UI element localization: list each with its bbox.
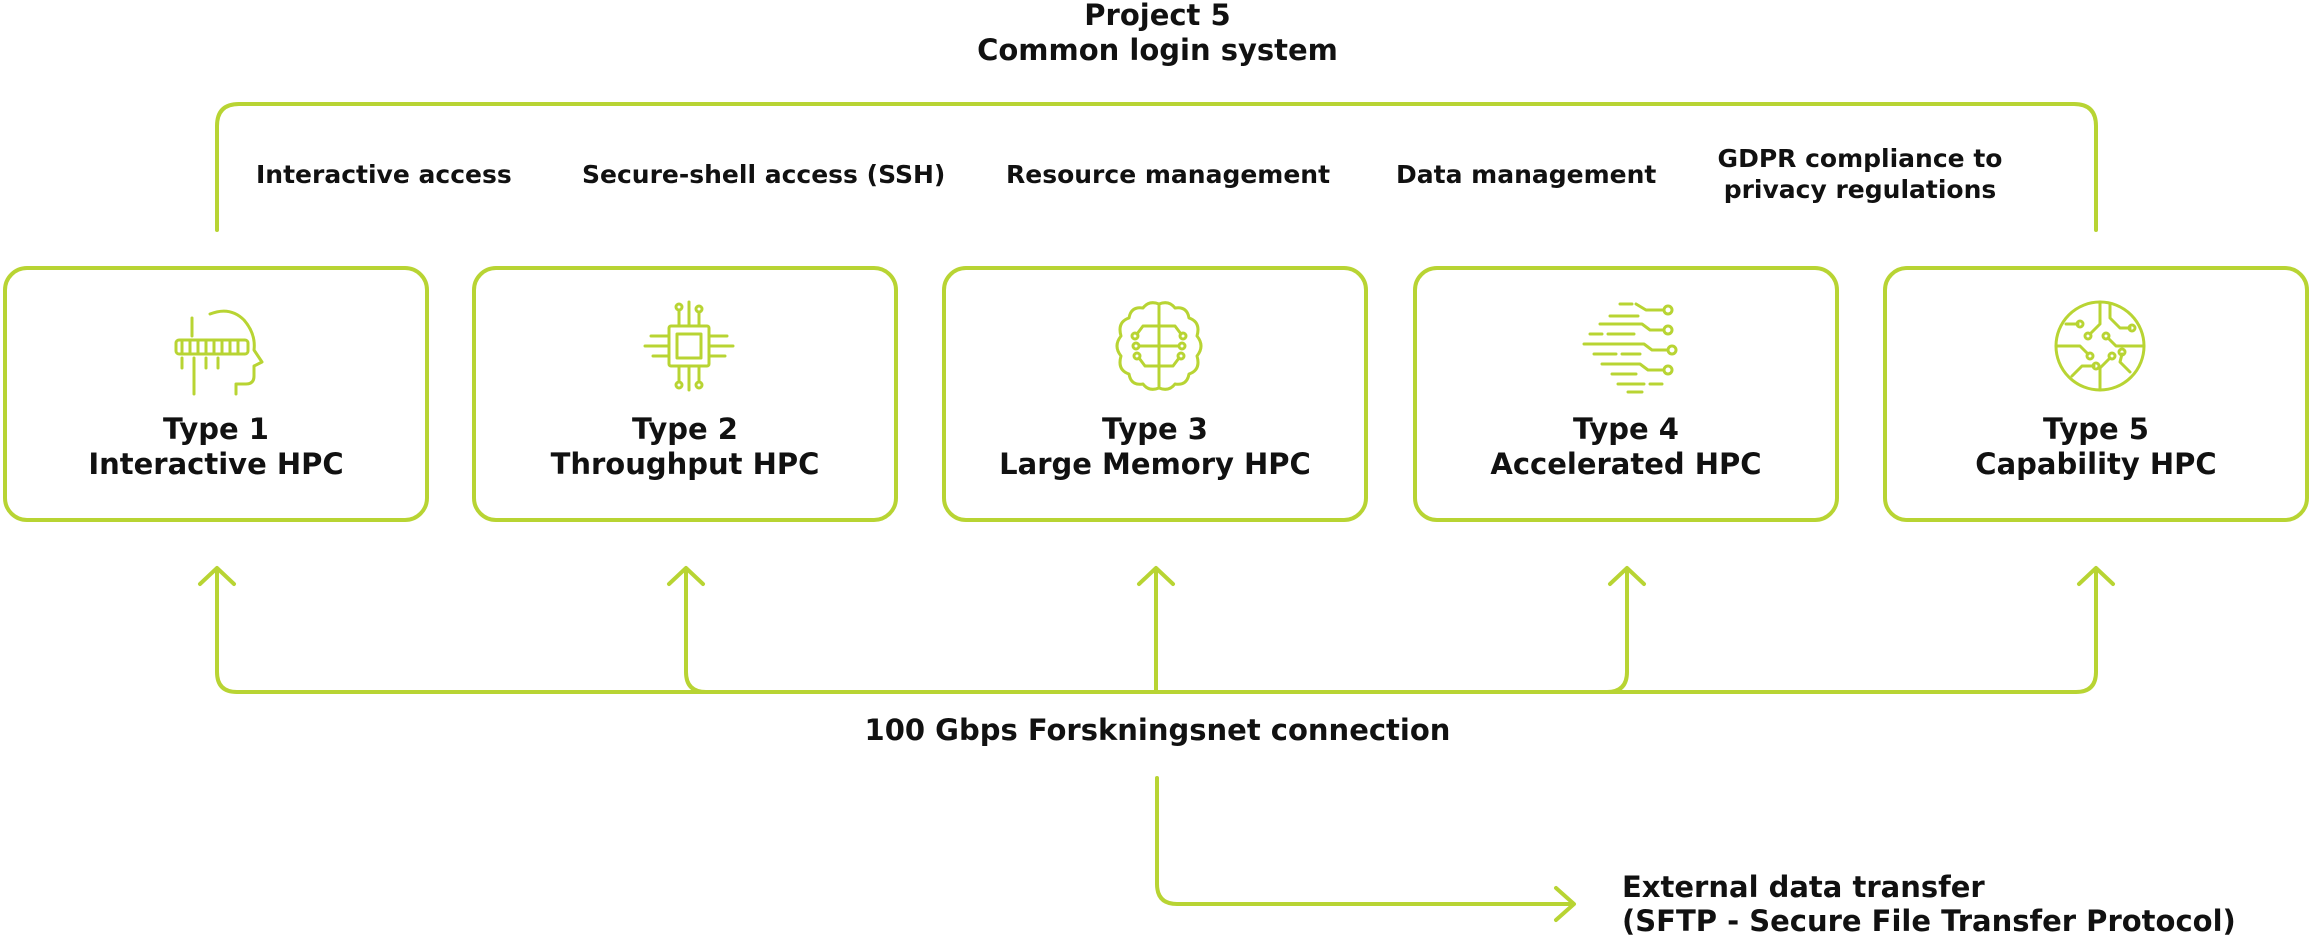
- external-transfer-title: External data transfer: [1622, 870, 1985, 904]
- type-3-label: Type 3: [1102, 412, 1208, 446]
- type-1-card: Type 1 Interactive HPC: [3, 266, 429, 522]
- arrowhead-type-2: [667, 566, 705, 586]
- type-3-card: Type 3 Large Memory HPC: [942, 266, 1368, 522]
- type-4-card: Type 4 Accelerated HPC: [1413, 266, 1839, 522]
- speed-lines-circuit-icon: [1582, 302, 1678, 394]
- cpu-chip-icon: [643, 300, 735, 392]
- project-title: Project 5: [1084, 0, 1231, 32]
- type-2-label: Type 2: [632, 412, 738, 446]
- type-4-name: Accelerated HPC: [1490, 447, 1762, 481]
- circuit-globe-icon: [2054, 300, 2146, 392]
- arrowhead-type-5: [2077, 566, 2115, 586]
- feature-gdpr-line-2: privacy regulations: [1723, 175, 1997, 204]
- external-transfer-protocol: (SFTP - Secure File Transfer Protocol): [1622, 904, 2236, 938]
- bus-branch-2: [684, 568, 708, 694]
- arrowhead-type-4: [1608, 566, 1646, 586]
- network-connection-label: 100 Gbps Forskningsnet connection: [864, 713, 1451, 747]
- type-2-card: Type 2 Throughput HPC: [472, 266, 898, 522]
- feature-ssh-access: Secure-shell access (SSH): [582, 160, 946, 189]
- login-bracket: [215, 102, 2098, 232]
- login-system-title: Common login system: [977, 33, 1338, 67]
- brain-circuit-icon: [1115, 301, 1203, 391]
- type-2-name: Throughput HPC: [550, 447, 820, 481]
- feature-data-management: Data management: [1396, 160, 1657, 189]
- external-arrowhead: [1554, 886, 1576, 922]
- external-transfer-arrow: [1155, 776, 1574, 906]
- type-4-label: Type 4: [1573, 412, 1679, 446]
- head-chip-icon: [174, 309, 264, 396]
- arrowhead-type-3: [1137, 566, 1175, 586]
- bus-branch-4: [1605, 568, 1629, 694]
- type-5-name: Capability HPC: [1975, 447, 2217, 481]
- feature-resource-management: Resource management: [1006, 160, 1331, 189]
- type-1-label: Type 1: [163, 412, 269, 446]
- type-1-name: Interactive HPC: [88, 447, 344, 481]
- type-5-card: Type 5 Capability HPC: [1883, 266, 2309, 522]
- arrowhead-type-1: [198, 566, 236, 586]
- type-5-label: Type 5: [2043, 412, 2149, 446]
- type-3-name: Large Memory HPC: [999, 447, 1311, 481]
- feature-interactive-access: Interactive access: [256, 160, 512, 189]
- feature-gdpr-line-1: GDPR compliance to: [1717, 144, 2003, 173]
